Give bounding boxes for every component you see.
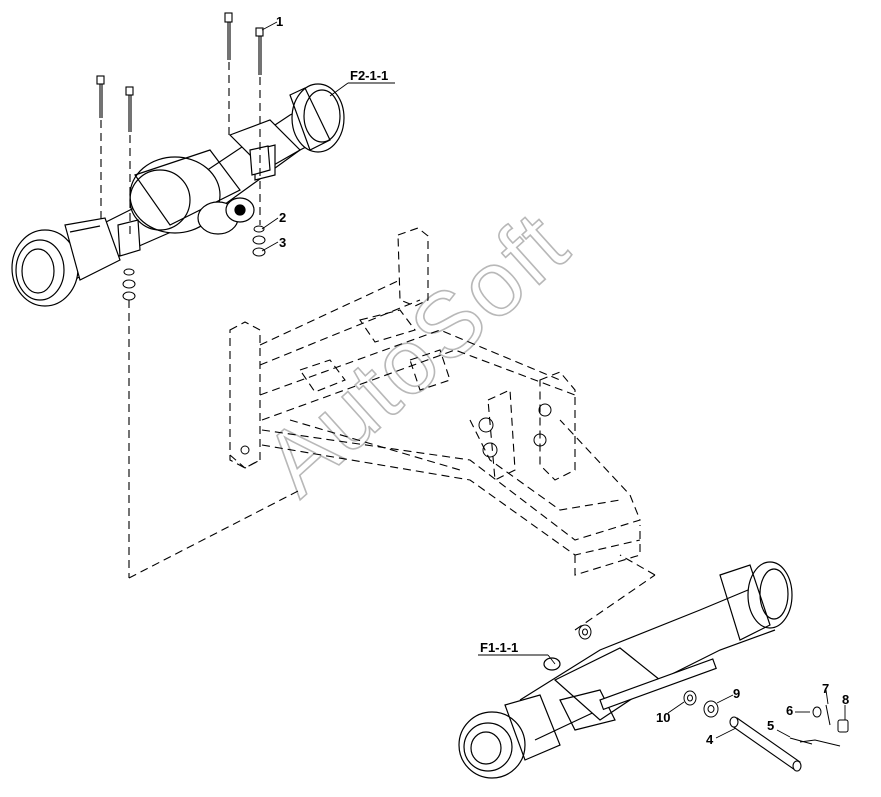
callout-10: 10 bbox=[656, 710, 670, 725]
callout-1: 1 bbox=[276, 14, 283, 29]
callout-9: 9 bbox=[733, 686, 740, 701]
pin-part-7 bbox=[825, 704, 831, 726]
assembly-guide-lines bbox=[128, 300, 656, 631]
reference-rear-axle: F2-1-1 bbox=[350, 68, 388, 83]
bolt-part-5 bbox=[789, 737, 813, 745]
callout-labels: 1 2 3 4 5 6 7 8 9 10 F2-1-1 F1-1-1 bbox=[276, 14, 849, 747]
washer-part-6 bbox=[812, 706, 822, 718]
front-left-hub bbox=[458, 711, 526, 779]
callout-leaders bbox=[261, 21, 846, 739]
rear-axle-assembly bbox=[11, 83, 345, 307]
washer-nut-stack-left bbox=[122, 268, 136, 301]
small-parts bbox=[578, 624, 849, 747]
frame-holes bbox=[240, 403, 552, 458]
callout-5: 5 bbox=[767, 718, 774, 733]
washer-nut-stack-right bbox=[252, 225, 266, 257]
chassis-frame bbox=[229, 227, 641, 576]
pivot-pin-part-4 bbox=[729, 716, 802, 772]
bolt-set-part-1 bbox=[96, 12, 264, 132]
callout-6: 6 bbox=[786, 703, 793, 718]
callout-2: 2 bbox=[279, 210, 286, 225]
reference-front-axle: F1-1-1 bbox=[480, 640, 518, 655]
front-axle-assembly bbox=[458, 561, 793, 779]
callout-7: 7 bbox=[822, 681, 829, 696]
bolt-centerlines bbox=[100, 62, 261, 235]
callout-8: 8 bbox=[842, 692, 849, 707]
callout-4: 4 bbox=[706, 732, 714, 747]
front-right-hub bbox=[747, 561, 793, 629]
cap-part-8 bbox=[837, 719, 849, 733]
callout-3: 3 bbox=[279, 235, 286, 250]
watermark-text: AutoSoft bbox=[245, 192, 587, 515]
